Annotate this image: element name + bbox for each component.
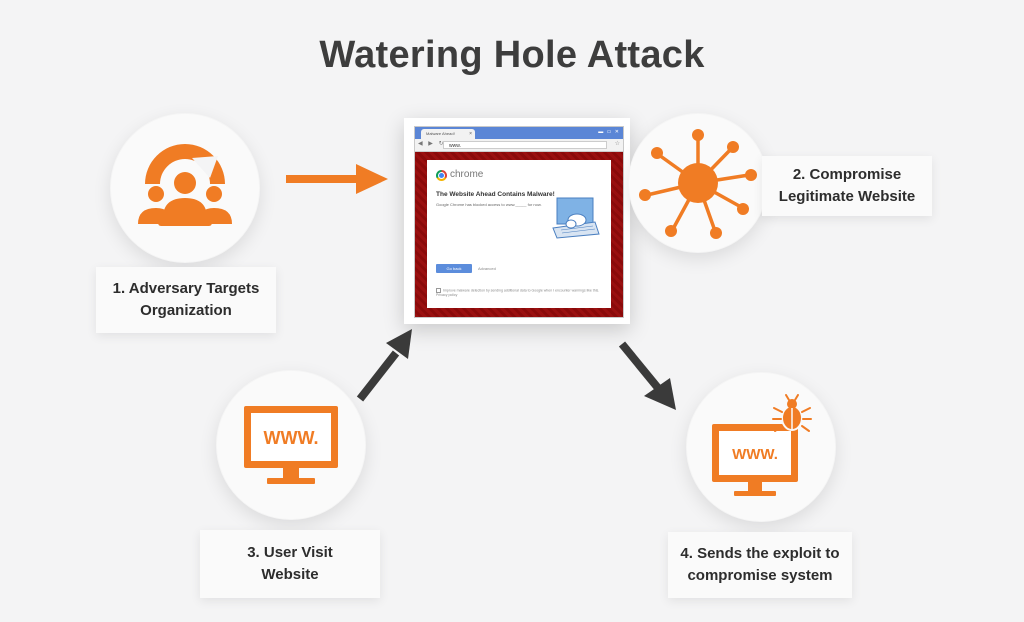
diagram-title: Watering Hole Attack [319, 34, 705, 76]
step-2-label: 2. Compromise Legitimate Website [762, 156, 932, 216]
warning-body: Google Chrome has blocked access to www.… [436, 202, 542, 207]
monitor-www-bug-icon: WWW. [712, 394, 812, 496]
browser-url: www. [443, 141, 607, 149]
step-2-circle [628, 113, 768, 253]
adversary-group-target-icon [138, 144, 232, 226]
warning-card: chrome The Website Ahead Contains Malwar… [427, 160, 611, 308]
step-1-circle [110, 113, 260, 263]
chrome-brand-text: chrome [450, 169, 484, 180]
warning-footer-text: Improve malware detection by sending add… [436, 288, 600, 298]
monitor-www-icon: WWW. [244, 406, 338, 484]
virus-network-icon [639, 129, 757, 239]
step-3-label-line1: 3. User Visit [247, 544, 333, 561]
checkbox-icon [436, 288, 441, 293]
star-icon: ☆ [614, 141, 620, 147]
window-controls-icon: ▬ ▭ ✕ [598, 129, 620, 135]
step-3-label: 3. User Visit Website [200, 530, 380, 598]
go-back-button: Go back [436, 264, 472, 273]
step-4-label-line1: 4. Sends the exploit to [680, 545, 840, 562]
warning-page-background: chrome The Website Ahead Contains Malwar… [415, 152, 623, 317]
step-2-label-line1: 2. Compromise [792, 166, 902, 183]
browser-tab-title: Malware Ahead! [426, 131, 455, 136]
step-1-label-line2: Organization [140, 302, 232, 319]
step-1-label-line1: 1. Adversary Targets [112, 280, 260, 297]
step-4-circle: WWW. [686, 372, 836, 522]
browser-tab-bar: Malware Ahead! × ▬ ▭ ✕ [415, 127, 623, 139]
browser-nav-icon: ◀ ▶ ↻ [418, 141, 446, 147]
step-3-circle: WWW. [216, 370, 366, 520]
arrow-user-to-website [356, 329, 412, 402]
close-icon: × [469, 131, 472, 137]
monitor-screen-text: WWW. [732, 446, 778, 463]
step-3-label-line2: Website [261, 566, 319, 583]
browser-address-bar: ◀ ▶ ↻ www. ☆ [415, 139, 623, 152]
warning-footer: Improve malware detection by sending add… [436, 288, 604, 298]
monitor-screen-text: WWW. [264, 428, 319, 448]
malware-warning-screenshot: Malware Ahead! × ▬ ▭ ✕ ◀ ▶ ↻ www. ☆ chro… [404, 118, 630, 324]
arrow-step1-to-website [286, 164, 388, 194]
step-1-label: 1. Adversary Targets Organization [96, 267, 276, 333]
step-4-label-line2: compromise system [687, 567, 833, 584]
browser-tab: Malware Ahead! × [421, 129, 475, 139]
arrow-website-to-exploit [618, 341, 676, 410]
step-2-label-line2: Legitimate Website [778, 188, 916, 205]
advanced-link: Advanced [478, 266, 496, 271]
step-4-label: 4. Sends the exploit to compromise syste… [668, 532, 852, 598]
malware-laptop-icon [552, 197, 600, 239]
chrome-logo-icon [436, 170, 447, 181]
bug-icon [772, 394, 812, 432]
browser-window: Malware Ahead! × ▬ ▭ ✕ ◀ ▶ ↻ www. ☆ chro… [414, 126, 624, 318]
warning-heading: The Website Ahead Contains Malware! [436, 191, 555, 198]
